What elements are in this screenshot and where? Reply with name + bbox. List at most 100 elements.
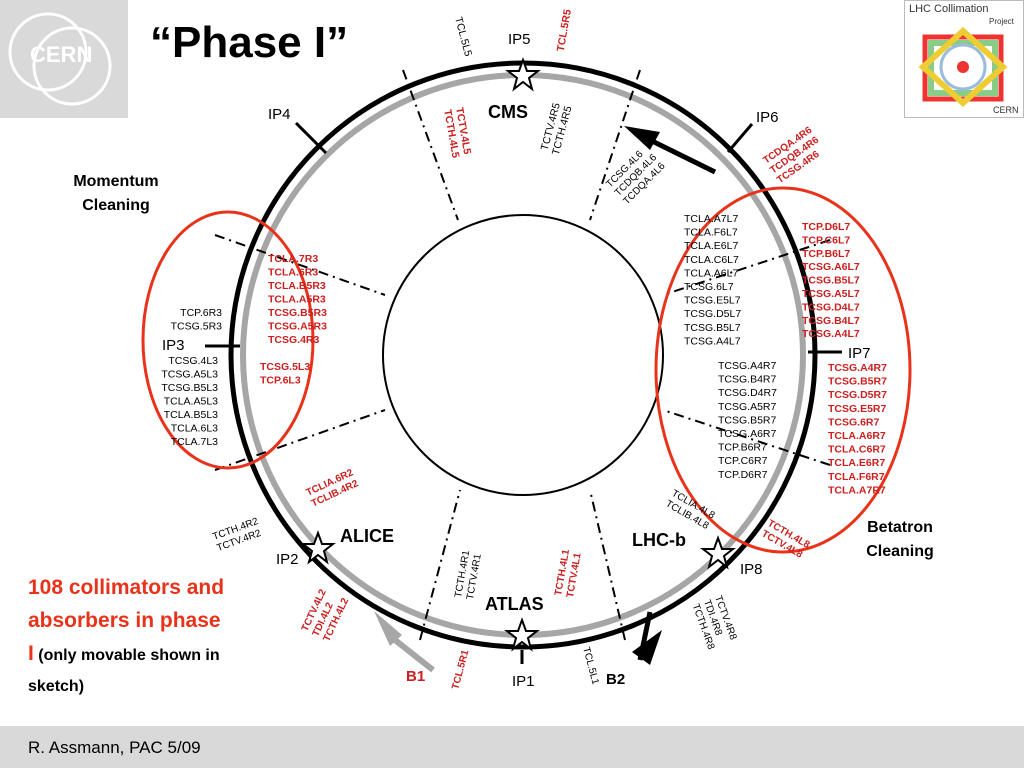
collimator-label: TCP.D6R7	[718, 469, 768, 481]
collimator-label: TCLA.C6L7	[684, 254, 739, 266]
beam-1-arrow-icon	[374, 611, 402, 646]
collimator-label: TCSG.E5R7	[828, 403, 887, 415]
cern-logo-text: CERN	[30, 42, 92, 67]
ip4-marker	[294, 121, 328, 155]
collimator-label: TCSG.E5L7	[684, 295, 741, 307]
collimator-label: TCLA.C6R7	[828, 444, 886, 456]
collimator-label: TCLA.7L3	[171, 436, 218, 448]
lhc-logo-title: LHC Collimation	[909, 3, 989, 15]
collimator-label: TCSG.4L3	[168, 355, 218, 367]
collimator-label: TCLA.A5R3	[268, 294, 326, 306]
collimator-label: TCSG.A6L7	[802, 261, 860, 273]
collimator-label: TCLA.B5R3	[268, 280, 326, 292]
cms-label: CMS	[488, 102, 528, 122]
footer-bar: R. Assmann, PAC 5/09	[0, 726, 1024, 768]
ip7-label: IP7	[848, 345, 871, 362]
collimator-group-ip5-left: TCL.5L5	[452, 16, 474, 58]
octant-lines	[214, 69, 831, 641]
collimator-label: TCSG.B4L7	[802, 315, 860, 327]
collimator-label: TCP.D6L7	[802, 221, 850, 233]
collimator-group-ir7-red-upper: TCP.D6L7TCP.C6L7TCP.B6L7TCSG.A6L7TCSG.B5…	[802, 221, 860, 340]
collimator-label: TCSG.B5L7	[802, 275, 860, 287]
atlas-star-icon	[504, 617, 540, 652]
collimator-label: TCLA.F6L7	[684, 227, 738, 239]
betatron-cleaning-ellipse	[654, 186, 912, 554]
collimator-group-ir1-black-low: TCL.5L1	[580, 646, 601, 686]
collimator-group-ir3-black-bottom: TCSG.4L3TCSG.A5L3TCSG.B5L3TCLA.A5L3TCLA.…	[161, 355, 218, 448]
collimator-group-ir7-black-upper: TCLA.A7L7TCLA.F6L7TCLA.E6L7TCLA.C6L7TCLA…	[684, 213, 741, 347]
collimator-count-footnote: (only movable shown in sketch)	[28, 647, 220, 695]
collimator-group-ip5-right: TCL.5R5	[555, 8, 574, 52]
ip5-label: IP5	[508, 31, 531, 48]
ip3-label: IP3	[162, 337, 185, 354]
collimator-label: TCSG.B5L3	[161, 382, 218, 394]
collimator-label: TCP.6L3	[260, 375, 301, 387]
collimator-label: TCSG.4R3	[268, 334, 320, 346]
collimator-label: TCP.C6L7	[802, 234, 850, 246]
ip8-label: IP8	[740, 561, 763, 578]
collimator-label: TCL.5L1	[580, 646, 601, 686]
collimator-label: TCSG.5R3	[171, 321, 223, 333]
collimator-label: TCSG.A4R7	[718, 360, 777, 372]
collimator-label: TCSG.6R7	[828, 416, 880, 428]
collimator-label: TCSG.B5L7	[684, 322, 741, 334]
collimator-label: TCSG.A4L7	[802, 328, 860, 340]
collimator-label: TCSG.D4R7	[718, 387, 777, 399]
collimator-label: TCSG.A5R7	[718, 401, 777, 413]
lhc-collimation-logo: LHC Collimation Project CERN	[904, 0, 1024, 118]
lhcb-label: LHC-b	[632, 530, 686, 550]
collimator-label: TCLA.F6R7	[828, 471, 885, 483]
collimator-label: TCLA.6L3	[171, 423, 218, 435]
collimator-label: TCLA.6R3	[268, 267, 318, 279]
footer-text: R. Assmann, PAC 5/09	[28, 738, 201, 757]
collimator-label: TCLA.A6L7	[684, 267, 738, 279]
collimator-label: TCLA.E6L7	[684, 240, 738, 252]
collimator-label: TCLA.A5L3	[164, 396, 218, 408]
collimator-label: TCSG.A4R7	[828, 362, 887, 374]
collimator-label: TCSG.A5L3	[161, 369, 218, 381]
collimator-label: TCSG.5L3	[260, 361, 310, 373]
collimator-group-ir1-red-low: TCL.5R1	[450, 648, 471, 690]
collimator-label: TCLA.A6R7	[828, 430, 886, 442]
collimator-label: TCSG.B5R7	[828, 376, 887, 388]
collimator-label: TCP.B6R7	[718, 442, 767, 454]
collimator-label: TCL.5R1	[450, 648, 471, 690]
betatron-cleaning-label: Betatron Cleaning	[866, 519, 934, 560]
collimator-label: TCSG.B4R7	[718, 374, 777, 386]
beam-1-label: B1	[406, 668, 425, 685]
slide-title: “Phase I”	[150, 18, 349, 67]
cern-logo: CERN	[0, 0, 128, 118]
collimator-label: TCSG.6L7	[684, 281, 734, 293]
collimator-count: 108 collimators and absorbers in phase I	[28, 576, 225, 665]
collimator-label: TCSG.A4L7	[684, 335, 741, 347]
cms-star-icon	[505, 57, 541, 92]
collimator-group-ir3-red: TCLA.7R3TCLA.6R3TCLA.B5R3TCLA.A5R3TCSG.B…	[268, 253, 327, 346]
collimator-label: TCSG.A5L7	[802, 288, 860, 300]
ip6-label: IP6	[756, 109, 779, 126]
lhc-logo-project: Project	[989, 17, 1014, 26]
collimator-count-note: 108 collimators and absorbers in phase I…	[28, 572, 228, 702]
ip1-label: IP1	[512, 673, 535, 690]
collimator-label: TCLA.7R3	[268, 253, 318, 265]
collimator-label: TCSG.A5R3	[268, 321, 327, 333]
collimator-label: TCSG.D4L7	[802, 301, 860, 313]
collimator-label: TCLA.A7R7	[828, 484, 886, 496]
collimator-labels: TCP.6R3TCSG.5R3TCSG.4L3TCSG.A5L3TCSG.B5L…	[161, 8, 887, 690]
collimator-label: TCL.5R5	[555, 8, 574, 52]
beam-direction-arrow-icon	[624, 126, 660, 150]
momentum-cleaning-ellipse	[141, 210, 315, 470]
collimator-label: TCL.5L5	[452, 16, 474, 58]
collimator-group-ir7-red-lower: TCSG.A4R7TCSG.B5R7TCSG.D5R7TCSG.E5R7TCSG…	[828, 362, 887, 496]
collimation-emblem-icon	[918, 26, 1008, 108]
beam-2-label: B2	[606, 671, 625, 688]
lhc-logo-cern: CERN	[993, 105, 1019, 115]
